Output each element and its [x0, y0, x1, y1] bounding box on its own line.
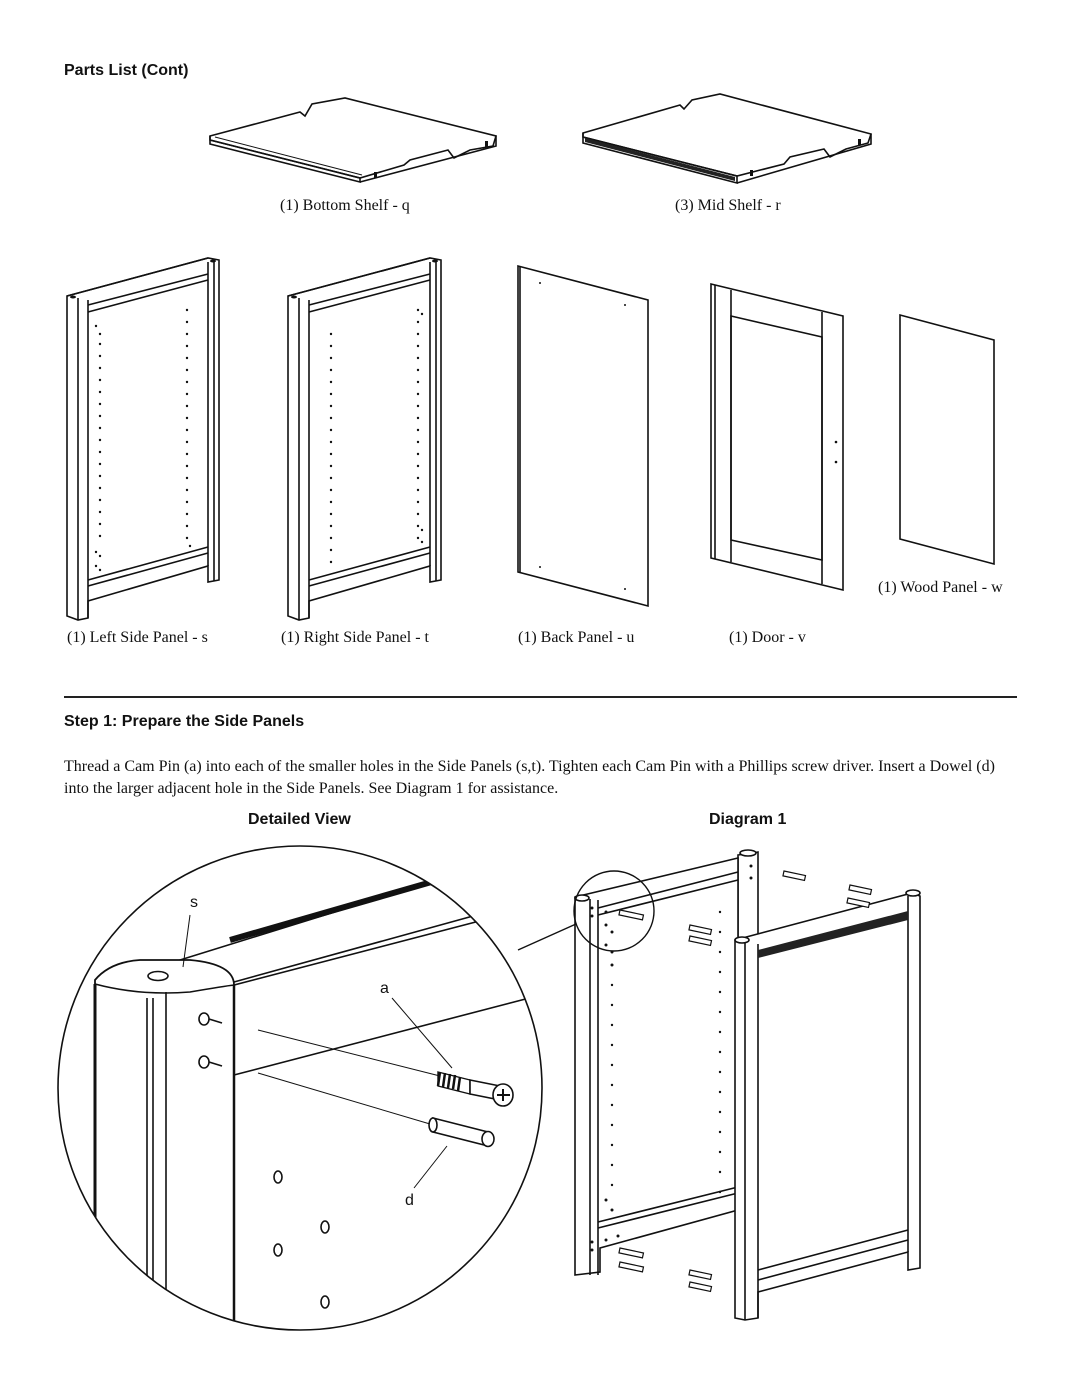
diagram-1-drawing — [517, 849, 921, 1321]
diagram-1-label: Diagram 1 — [709, 811, 787, 828]
cam-pin-drawing — [436, 1071, 514, 1107]
door-drawing — [710, 282, 844, 592]
callout-a: a — [380, 980, 389, 997]
caption-mid-shelf: (3) Mid Shelf - r — [675, 197, 781, 214]
dowel-drawing — [428, 1116, 495, 1148]
right-side-panel-drawing — [287, 257, 442, 621]
wood-panel-drawing — [899, 313, 995, 566]
caption-back-panel: (1) Back Panel - u — [518, 629, 635, 646]
left-side-panel-holes — [94, 308, 192, 572]
back-panel-drawing — [517, 264, 649, 608]
detailed-view-drawing — [57, 845, 543, 1331]
bottom-shelf-drawing — [209, 97, 498, 184]
step1-instructions: Thread a Cam Pin (a) into each of the sm… — [64, 758, 995, 797]
caption-wood-panel: (1) Wood Panel - w — [878, 579, 1003, 596]
caption-bottom-shelf: (1) Bottom Shelf - q — [280, 197, 410, 214]
detailed-view-label: Detailed View — [248, 811, 351, 828]
parts-list-title: Parts List (Cont) — [64, 62, 189, 79]
callout-d: d — [405, 1192, 414, 1209]
mid-shelf-drawing — [582, 93, 873, 185]
callout-s: s — [190, 894, 198, 911]
step1-title: Step 1: Prepare the Side Panels — [64, 713, 305, 730]
left-side-panel-drawing — [66, 257, 220, 621]
section-divider — [64, 696, 1017, 698]
caption-right-side-panel: (1) Right Side Panel - t — [281, 629, 429, 646]
caption-door: (1) Door - v — [729, 629, 806, 646]
caption-left-side-panel: (1) Left Side Panel - s — [67, 629, 208, 646]
right-side-panel-holes — [329, 308, 424, 564]
